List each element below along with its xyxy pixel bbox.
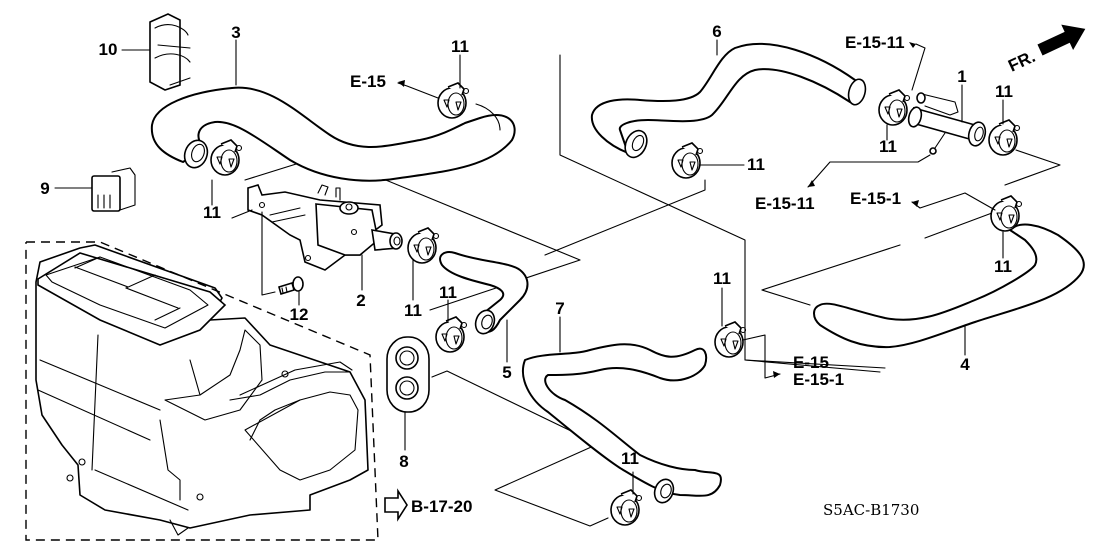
hose-5[interactable] (439, 251, 529, 336)
callout-11-d: 11 (439, 283, 457, 302)
ref-e15-11-mid[interactable]: E-15-11 (755, 194, 815, 213)
water-joint-1[interactable] (907, 92, 988, 155)
section-references[interactable]: E-15 E-15-11 E-15-11 E-15-1 E-15 E-15-1 (350, 33, 905, 389)
ref-e15-1-bottom[interactable]: E-15-1 (793, 370, 844, 389)
callout-11-a: 11 (203, 203, 221, 222)
ref-b17-20[interactable]: B-17-20 (411, 497, 472, 516)
hose-clamp-10[interactable] (149, 13, 191, 91)
b17-20-reference[interactable]: B-17-20 (384, 488, 472, 522)
callout-8: 8 (399, 452, 408, 471)
front-label: FR. (1005, 47, 1038, 76)
hollow-arrow-icon (384, 488, 408, 522)
hose-7[interactable] (522, 343, 722, 505)
callout-11-b: 11 (451, 37, 469, 56)
ref-e15-top[interactable]: E-15 (350, 72, 386, 91)
ref-e15-1-mid[interactable]: E-15-1 (850, 189, 901, 208)
front-direction-indicator: FR. (1005, 24, 1086, 76)
callout-1: 1 (957, 67, 966, 86)
callout-labels: 1 2 3 4 5 6 7 8 9 10 12 11 11 11 11 11 1… (40, 22, 1013, 471)
callout-7: 7 (555, 299, 564, 318)
hose-clip-11-i[interactable] (714, 321, 747, 358)
heater-unit-assembly[interactable] (25, 241, 379, 541)
diagram-code: S5AC-B1730 (823, 501, 919, 519)
callout-11-f: 11 (879, 137, 897, 156)
leader-lines (54, 39, 1004, 495)
hose-clip-11-c[interactable] (407, 227, 440, 264)
callout-11-e: 11 (747, 155, 765, 174)
hose-4[interactable] (813, 223, 1085, 349)
callout-2: 2 (356, 291, 365, 310)
hose-clip-11-g[interactable] (988, 119, 1021, 156)
hose-clip-11-e[interactable] (671, 142, 704, 179)
callout-10: 10 (99, 40, 118, 59)
bolt-12[interactable] (278, 276, 304, 296)
hose-clip-11-d[interactable] (435, 316, 468, 353)
callout-6: 6 (712, 22, 721, 41)
callout-11-j: 11 (621, 449, 639, 468)
hose-6[interactable] (590, 43, 868, 161)
callout-3: 3 (231, 23, 240, 42)
front-arrow-icon (1037, 24, 1086, 56)
callout-11-g: 11 (995, 82, 1013, 101)
reference-arrows (398, 42, 919, 378)
water-valve-2[interactable] (247, 184, 403, 271)
hose-clip-11-a[interactable] (210, 139, 243, 176)
ref-e15-bottom[interactable]: E-15 (793, 353, 829, 372)
callout-9: 9 (40, 179, 49, 198)
callout-12: 12 (290, 305, 309, 324)
callout-5: 5 (502, 363, 511, 382)
ref-e15-11-top[interactable]: E-15-11 (845, 33, 905, 52)
grommet-8[interactable] (386, 336, 430, 413)
hose-3[interactable] (150, 86, 516, 182)
hose-clamp-9[interactable] (91, 167, 136, 212)
hose-clip-11-b[interactable] (437, 82, 470, 119)
hose-clip-11-j[interactable] (610, 489, 643, 526)
callout-4: 4 (960, 355, 970, 374)
hose-clip-11-f[interactable] (878, 89, 911, 126)
callout-11-c: 11 (404, 301, 422, 320)
callout-11-h: 11 (994, 257, 1012, 276)
callout-11-i: 11 (713, 269, 731, 288)
